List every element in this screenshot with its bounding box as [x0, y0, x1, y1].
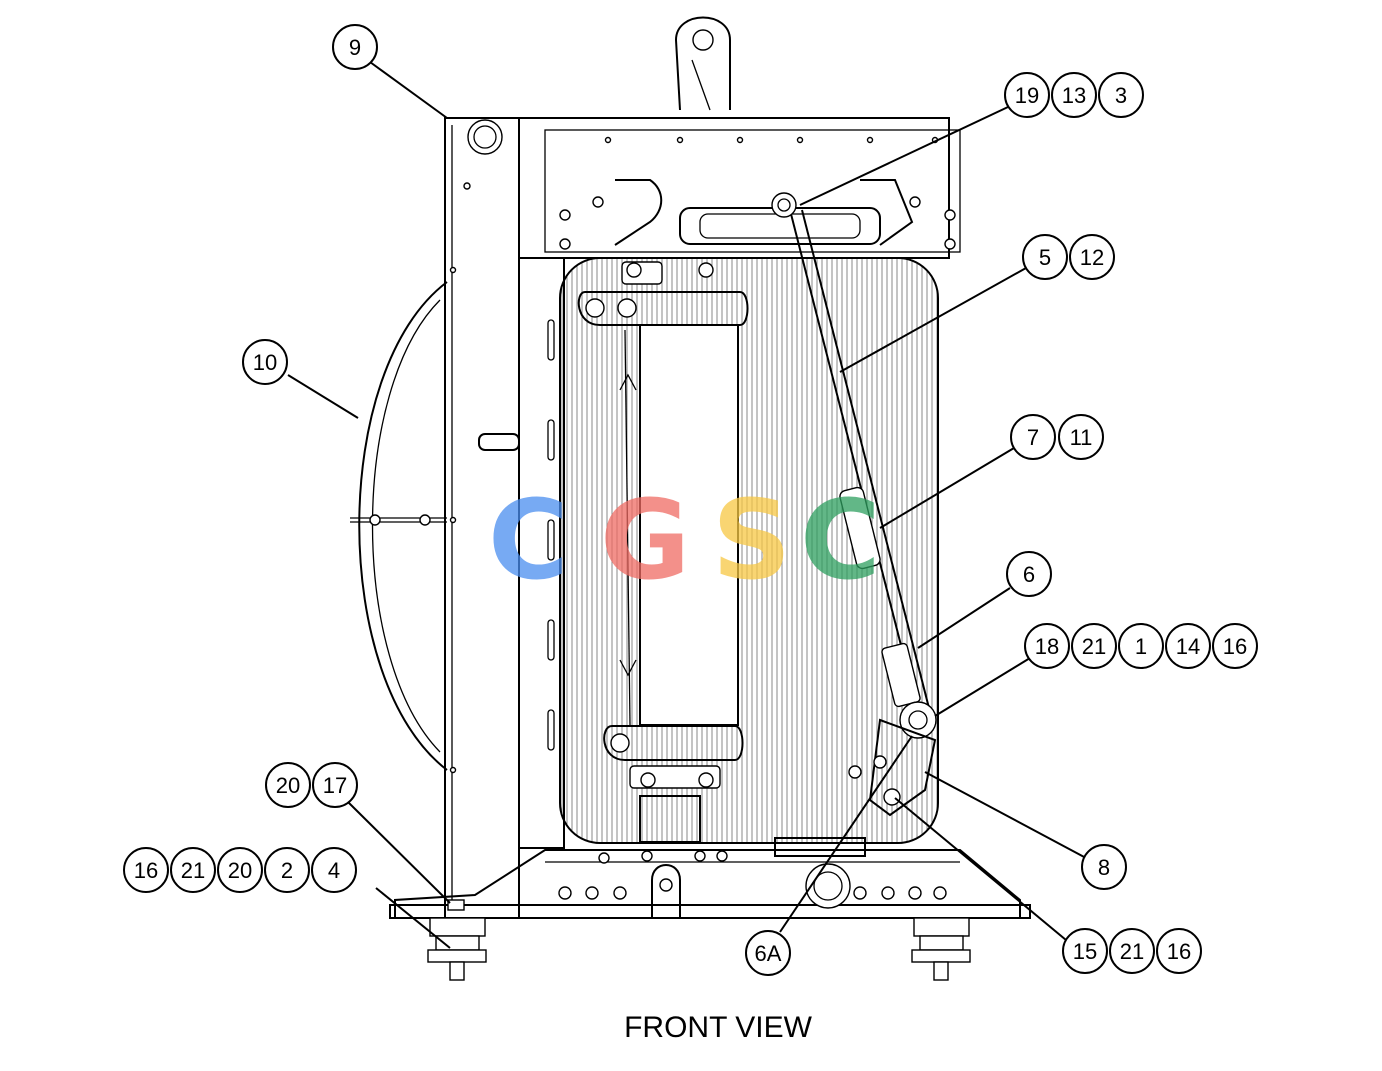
callout-group-5-12: 5 12	[1022, 234, 1115, 280]
callout-label: 7	[1027, 425, 1039, 450]
callout-9: 9	[332, 24, 378, 70]
callout-8: 8	[1081, 844, 1127, 890]
callout-label: 16	[134, 858, 158, 883]
callout-6: 6	[1006, 551, 1052, 597]
callout-label: 11	[1070, 425, 1093, 450]
lifting-eye	[674, 16, 731, 111]
callout-group-7-11: 7 11	[1010, 414, 1104, 460]
callout-label: 1	[1135, 634, 1147, 659]
callout-label: 13	[1062, 83, 1086, 108]
callout-group-20-17: 20 17	[265, 762, 358, 808]
watermark-letter: C	[800, 476, 881, 604]
callout-label: 15	[1073, 939, 1097, 964]
callout-label: 6	[1023, 562, 1035, 587]
callout-label: 21	[1082, 634, 1106, 659]
leader-lines	[287, 61, 1087, 949]
callout-label: 20	[228, 858, 252, 883]
watermark: C G S C	[488, 476, 881, 604]
callout-group-19-13-3: 19 13 3	[1004, 72, 1144, 118]
watermark-letter: S	[712, 476, 791, 604]
callout-label: 17	[323, 773, 347, 798]
callout-label: 5	[1039, 245, 1051, 270]
callout-label: 6A	[755, 941, 782, 966]
callout-label: 9	[349, 35, 361, 60]
callout-label: 19	[1015, 83, 1039, 108]
callout-label: 10	[253, 350, 277, 375]
base-frame	[389, 837, 1031, 919]
callout-group-16-21-20-2-4: 16 21 20 2 4	[123, 847, 357, 893]
callout-label: 3	[1115, 83, 1127, 108]
callout-label: 18	[1035, 634, 1059, 659]
view-caption: FRONT VIEW	[624, 1011, 812, 1044]
callout-10: 10	[242, 339, 288, 385]
top-plate	[518, 117, 961, 259]
callout-label: 12	[1080, 245, 1104, 270]
callout-label: 14	[1176, 634, 1200, 659]
callout-label: 4	[328, 858, 340, 883]
callout-label: 16	[1167, 939, 1191, 964]
callout-group-15-21-16: 15 21 16	[1062, 928, 1202, 974]
center-opening	[577, 261, 749, 843]
left-isolator-mount	[427, 899, 487, 981]
right-isolator-mount	[911, 917, 971, 981]
callout-label: 21	[1120, 939, 1144, 964]
watermark-letter: G	[600, 476, 690, 604]
callout-label: 8	[1098, 855, 1110, 880]
callout-label: 21	[181, 858, 205, 883]
callout-6A: 6A	[745, 930, 791, 976]
watermark-letter: C	[488, 476, 569, 604]
callout-label: 16	[1223, 634, 1247, 659]
support-rod	[771, 192, 937, 817]
fan-guard	[350, 281, 448, 771]
radiator-assembly	[350, 16, 1031, 981]
callout-label: 20	[276, 773, 300, 798]
callout-group-18-21-1-14-16: 18 21 1 14 16	[1024, 623, 1258, 669]
callout-label: 2	[281, 858, 293, 883]
